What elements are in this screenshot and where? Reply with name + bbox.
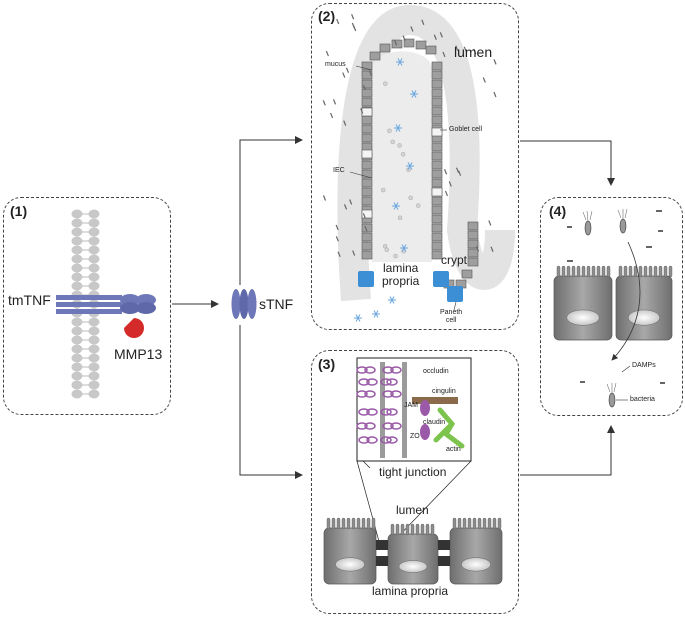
actin-label: actin	[446, 446, 461, 453]
paneth-word: Paneth	[440, 309, 463, 316]
claudin-label: claudin	[423, 419, 446, 426]
epithelial-layer-panel3	[323, 517, 503, 585]
panel-4-frame	[540, 197, 683, 416]
paneth-cell-icon	[358, 271, 463, 302]
propria-word: propria	[382, 274, 420, 288]
tmtnf-trimer	[56, 294, 156, 314]
damps-label: DAMPs	[632, 362, 656, 369]
bacteria-label: bacteria	[630, 396, 655, 403]
occludin-label: occludin	[423, 368, 449, 375]
zo-label: ZO	[410, 433, 420, 440]
arrow-stnf-to-3	[239, 325, 303, 479]
connector-arrows	[172, 136, 615, 479]
mmp13-label: MMP13	[114, 346, 163, 362]
arrow-stnf-to-2	[239, 136, 303, 285]
panel-2-label: (2)	[318, 8, 336, 24]
mucus-label: mucus	[325, 61, 346, 68]
damps-icon	[567, 210, 665, 384]
lumen-label-panel3: lumen	[396, 503, 429, 517]
cell-word: cell	[445, 317, 457, 324]
paneth-cell-label: Paneth cell	[440, 309, 462, 325]
tmtnf-label: tmTNF	[8, 292, 51, 308]
mmp13-icon	[124, 318, 144, 338]
panel-1-frame	[3, 197, 171, 415]
lamina-propria-label-panel2: lamina propria	[382, 262, 419, 288]
panel-3-frame	[311, 350, 519, 614]
crypt-label: crypt	[441, 253, 468, 267]
epithelial-layer-panel4	[553, 265, 673, 341]
panel-1-label: (1)	[10, 203, 28, 219]
villus-illustration	[322, 4, 515, 322]
panel-2-frame	[311, 3, 519, 330]
bacteria-icon	[582, 208, 628, 408]
jam-label: JAM	[404, 402, 418, 409]
panel-3-label: (3)	[318, 356, 336, 372]
stnf-icon	[231, 289, 257, 319]
lamina-propria-label-panel3: lamina propria	[372, 584, 449, 598]
translocation-arrow	[611, 241, 641, 361]
panel-4-label: (4)	[549, 203, 567, 219]
lamina-word: lamina	[383, 261, 419, 275]
cingulin-label: cingulin	[432, 388, 456, 395]
tight-junction-inset	[356, 357, 472, 546]
tight-junction-label: tight junction	[379, 465, 447, 479]
goblet-cell-label: Goblet cell	[449, 126, 483, 133]
stnf-label: sTNF	[259, 296, 294, 312]
lumen-label-panel2: lumen	[454, 44, 493, 60]
iec-label: IEC	[333, 167, 345, 174]
arrow-3-to-4	[520, 425, 615, 476]
arrow-2-to-4	[520, 140, 615, 186]
